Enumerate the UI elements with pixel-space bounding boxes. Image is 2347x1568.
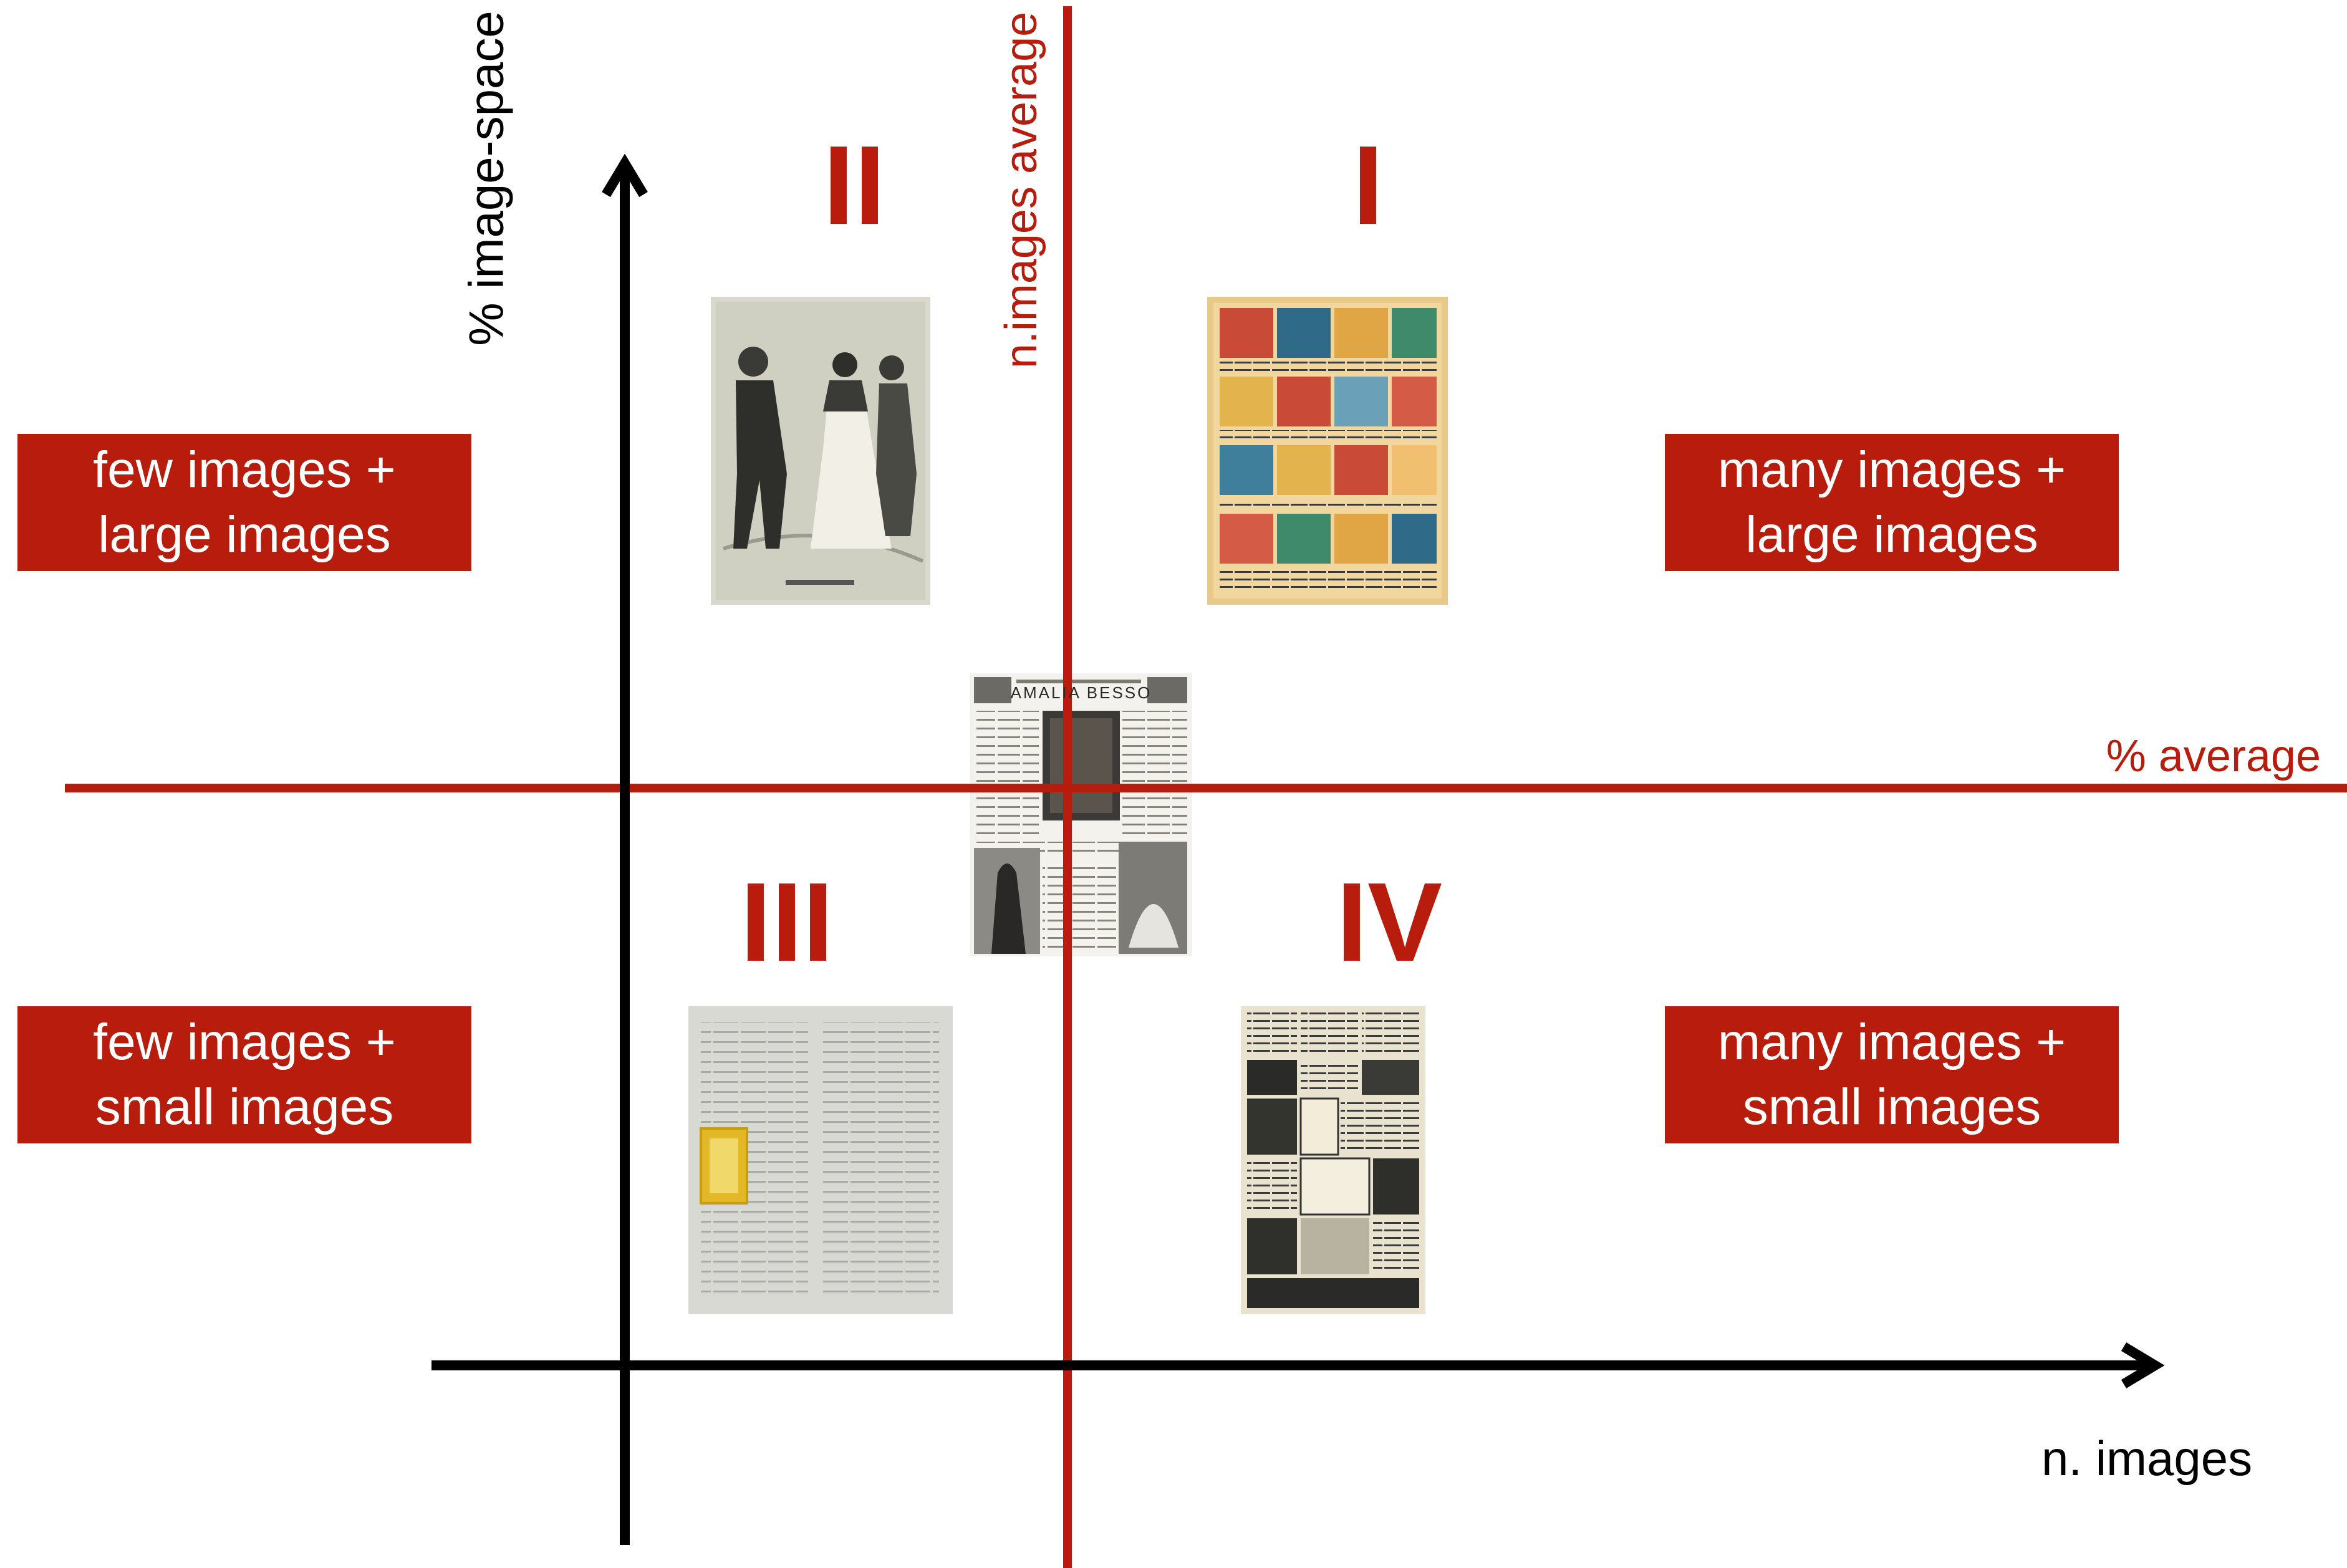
n-images-average-label: n.images average	[996, 12, 1047, 368]
quadrant-ii-description: few images + large images	[17, 434, 471, 571]
thumbnail-quadrant-i	[1207, 297, 1448, 605]
quadrant-i-description: many images + large images	[1665, 434, 2119, 571]
center-page-header: AMALIA BESSO	[1011, 683, 1152, 703]
quadrant-iv-numeral: IV	[1336, 867, 1442, 979]
quadrant-iii-numeral: III	[740, 867, 834, 979]
quadrant-iv-line2: small images	[1743, 1075, 2041, 1140]
y-axis-label: % image-space	[458, 11, 515, 346]
quadrant-i-numeral: I	[1352, 130, 1384, 242]
quadrant-ii-line2: large images	[98, 503, 390, 567]
quadrant-i-line1: many images +	[1718, 438, 2066, 503]
quadrant-i-line2: large images	[1745, 503, 2038, 567]
thumbnail-center-page	[970, 673, 1192, 956]
quadrant-iv-line1: many images +	[1718, 1010, 2066, 1075]
quadrant-ii-numeral: II	[823, 130, 885, 242]
quadrant-iv-description: many images + small images	[1665, 1006, 2119, 1143]
quadrant-iii-description: few images + small images	[17, 1006, 471, 1143]
quadrant-ii-line1: few images +	[93, 438, 395, 503]
x-axis-label: n. images	[2041, 1430, 2252, 1487]
percent-average-label: % average	[2106, 731, 2321, 782]
thumbnail-quadrant-ii	[711, 297, 930, 605]
quadrant-iii-line2: small images	[95, 1075, 393, 1140]
thumbnail-quadrant-iv	[1241, 1006, 1425, 1314]
quadrant-iii-line1: few images +	[93, 1010, 395, 1075]
thumbnail-quadrant-iii	[688, 1006, 953, 1314]
